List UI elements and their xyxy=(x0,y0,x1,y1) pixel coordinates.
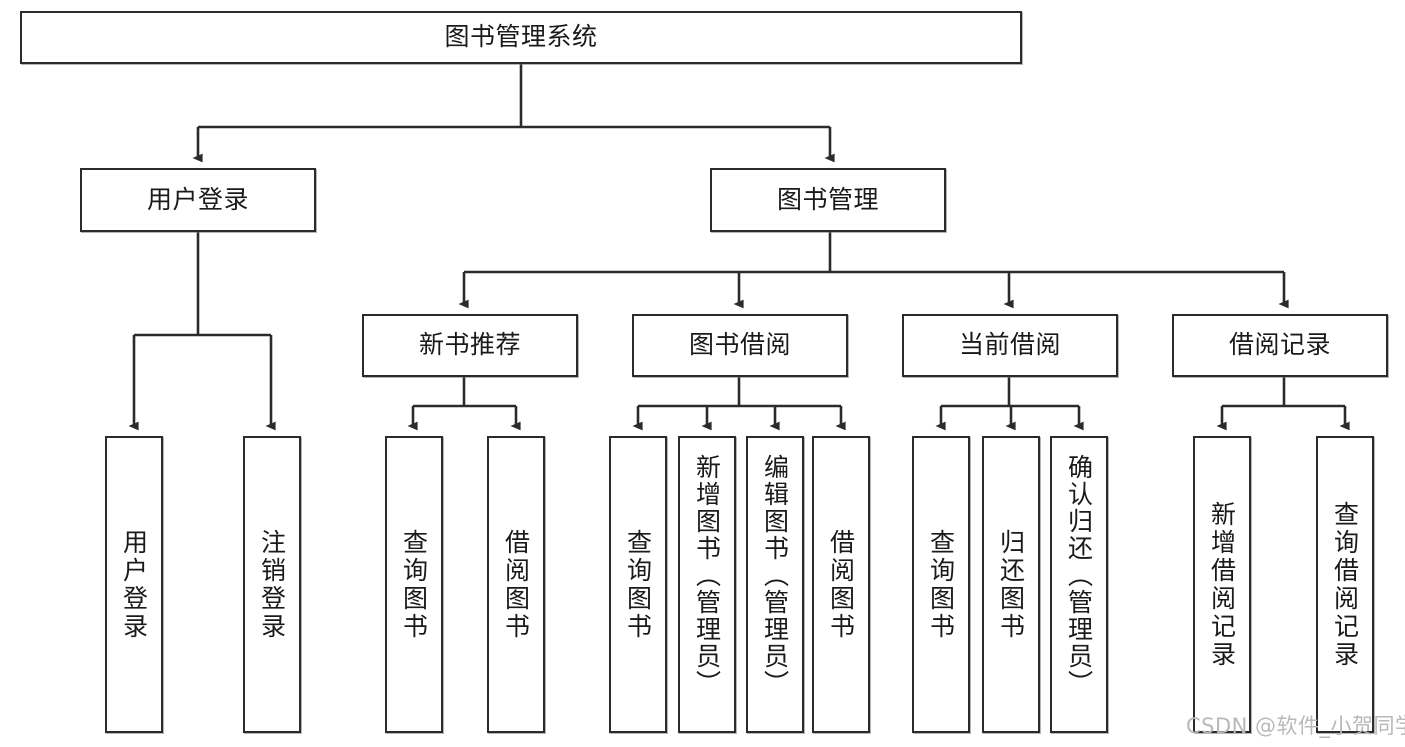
node-new-book-recommend-label: 新书推荐 xyxy=(418,330,521,360)
node-leaf-current-query-book[interactable]: 查询图书 xyxy=(912,436,970,733)
node-user-login-label: 用户登录 xyxy=(146,184,249,214)
node-leaf-return-book-label: 归还图书 xyxy=(996,528,1026,641)
node-new-book-recommend[interactable]: 新书推荐 xyxy=(362,314,578,377)
node-leaf-add-borrow-record[interactable]: 新增借阅记录 xyxy=(1193,436,1251,733)
node-leaf-borrow-book[interactable]: 借阅图书 xyxy=(812,436,870,733)
node-leaf-edit-book-admin[interactable]: 编辑图书（管理员） xyxy=(746,436,804,733)
node-leaf-query-borrow-record-label: 查询借阅记录 xyxy=(1330,500,1360,669)
node-user-login[interactable]: 用户登录 xyxy=(80,168,316,232)
node-leaf-add-book-admin-label: 新增图书（管理员） xyxy=(692,454,722,697)
node-root[interactable]: 图书管理系统 xyxy=(20,11,1022,64)
node-leaf-edit-book-admin-label: 编辑图书（管理员） xyxy=(760,454,790,697)
node-leaf-add-book-admin[interactable]: 新增图书（管理员） xyxy=(678,436,736,733)
node-leaf-query-borrow-record[interactable]: 查询借阅记录 xyxy=(1316,436,1374,733)
node-leaf-logout[interactable]: 注销登录 xyxy=(243,436,301,733)
node-leaf-return-book[interactable]: 归还图书 xyxy=(982,436,1040,733)
node-leaf-borrow-book-label: 借阅图书 xyxy=(826,528,856,641)
node-leaf-add-borrow-record-label: 新增借阅记录 xyxy=(1207,500,1237,669)
node-current-borrow[interactable]: 当前借阅 xyxy=(902,314,1118,377)
node-book-borrow[interactable]: 图书借阅 xyxy=(632,314,848,377)
node-leaf-recommend-query-book-label: 查询图书 xyxy=(399,528,429,641)
node-leaf-confirm-return-admin[interactable]: 确认归还（管理员） xyxy=(1050,436,1108,733)
node-borrow-record[interactable]: 借阅记录 xyxy=(1172,314,1388,377)
node-leaf-recommend-borrow-book-label: 借阅图书 xyxy=(501,528,531,641)
node-leaf-borrow-query-book-label: 查询图书 xyxy=(623,528,653,641)
node-leaf-borrow-query-book[interactable]: 查询图书 xyxy=(609,436,667,733)
node-leaf-current-query-book-label: 查询图书 xyxy=(926,528,956,641)
node-leaf-user-login[interactable]: 用户登录 xyxy=(105,436,163,733)
node-leaf-recommend-query-book[interactable]: 查询图书 xyxy=(385,436,443,733)
node-borrow-record-label: 借阅记录 xyxy=(1228,330,1331,360)
node-leaf-confirm-return-admin-label: 确认归还（管理员） xyxy=(1064,454,1094,697)
node-leaf-logout-label: 注销登录 xyxy=(257,528,287,641)
node-book-borrow-label: 图书借阅 xyxy=(688,330,791,360)
node-book-management[interactable]: 图书管理 xyxy=(710,168,946,232)
node-book-management-label: 图书管理 xyxy=(776,184,879,214)
node-current-borrow-label: 当前借阅 xyxy=(958,330,1061,360)
node-leaf-user-login-label: 用户登录 xyxy=(119,528,149,641)
node-root-label: 图书管理系统 xyxy=(444,22,598,52)
node-leaf-recommend-borrow-book[interactable]: 借阅图书 xyxy=(487,436,545,733)
